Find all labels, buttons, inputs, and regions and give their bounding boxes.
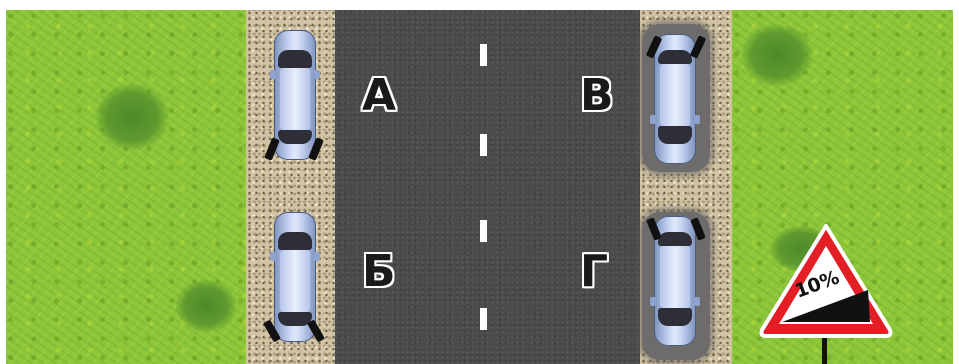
bush [96,84,168,150]
position-label-b: Б [362,250,396,294]
car-position-b [272,212,318,342]
asphalt-road [335,10,640,364]
steep-descent-sign: 10% [756,218,896,364]
bush [176,280,236,332]
car-position-v [652,34,698,164]
car-position-g [652,216,698,346]
position-label-v: В [580,74,614,118]
car-position-a [272,30,318,160]
position-label-a: А [362,74,396,118]
position-label-g: Г [580,250,608,294]
center-line-dash [480,44,487,66]
center-line-dash [480,308,487,330]
center-line-dash [480,134,487,156]
center-line-dash [480,220,487,242]
bush [742,24,812,86]
